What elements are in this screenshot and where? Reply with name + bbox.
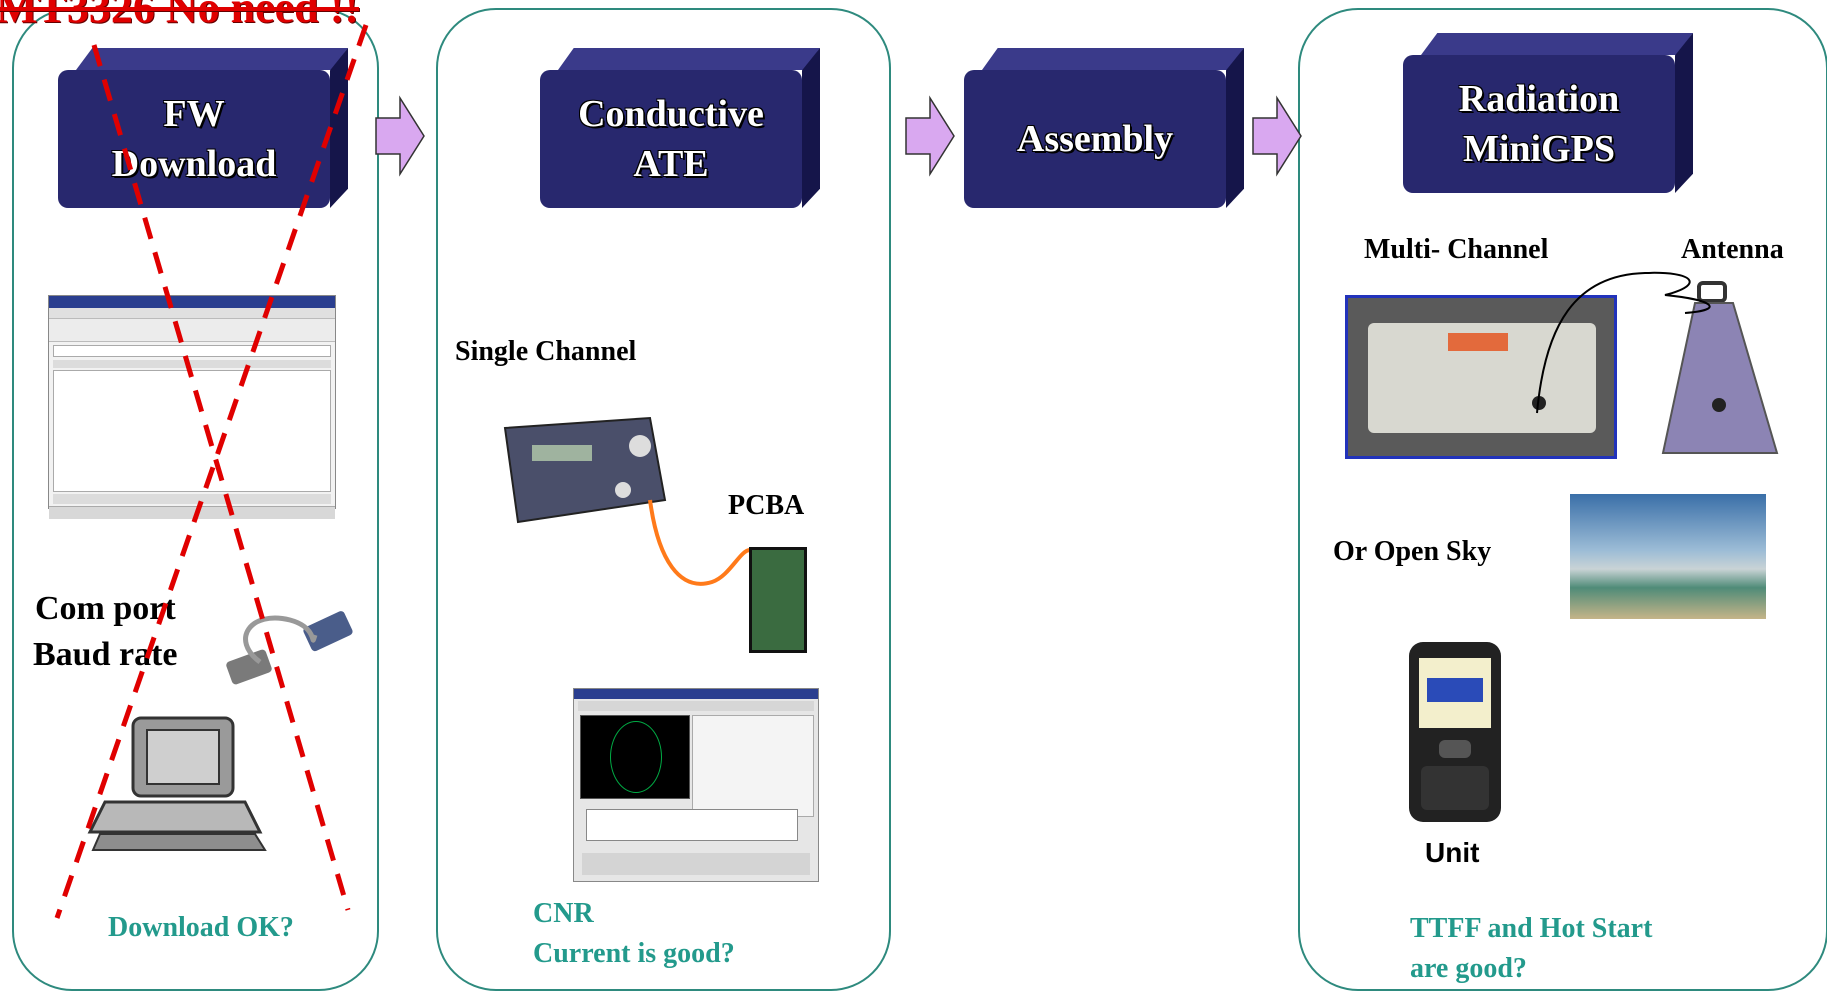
open-sky-photo [1570, 494, 1766, 619]
phone-unit-icon [1409, 642, 1501, 822]
single-channel-label: Single Channel [455, 336, 637, 367]
computer-icon [87, 716, 267, 851]
block-fw-download: FW Download [58, 48, 348, 208]
arrow-right-icon [375, 95, 425, 177]
pcba-cable [648, 499, 751, 586]
block-fw-line1: FW [163, 93, 225, 135]
arrow-right-icon [1252, 95, 1302, 177]
fw-bottom-text: Download OK? [108, 912, 294, 943]
pcba-board [749, 547, 807, 653]
serial-cable-icon [226, 611, 353, 685]
rad-bottom-line2: are good? [1410, 953, 1527, 984]
antenna-label: Antenna [1681, 234, 1784, 265]
antenna-device [1661, 281, 1779, 454]
block-fw-line2: Download [111, 143, 277, 185]
fw-label-baudrate: Baud rate [33, 636, 178, 673]
strike-title: MT3326 No need !! [0, 0, 359, 32]
block-assembly: Assembly [964, 48, 1244, 208]
block-conductive-ate: Conductive ATE [540, 48, 820, 208]
minigps-tool-window [573, 688, 819, 882]
antenna-cable [1536, 271, 1711, 414]
open-sky-label: Or Open Sky [1333, 536, 1492, 567]
block-ate-line2: ATE [633, 143, 709, 185]
block-rad-line1: Radiation [1458, 78, 1620, 120]
arrow-right-icon [905, 95, 955, 177]
multi-channel-label: Multi- Channel [1364, 234, 1549, 265]
ate-bottom-line2: Current is good? [533, 938, 735, 969]
block-rad-line2: MiniGPS [1462, 128, 1616, 170]
fw-label-comport: Com port [35, 590, 176, 627]
block-radiation-minigps: Radiation MiniGPS [1403, 33, 1693, 193]
rad-bottom-line1: TTFF and Hot Start [1410, 913, 1653, 944]
pcba-label: PCBA [728, 490, 805, 521]
signal-generator-device [503, 416, 667, 524]
block-ate-line1: Conductive [578, 93, 764, 135]
fw-download-tool-window [48, 295, 336, 519]
shield-box-photo [1345, 295, 1617, 459]
unit-label: Unit [1425, 837, 1480, 868]
block-assembly-label: Assembly [1016, 118, 1174, 160]
ate-bottom-line1: CNR [533, 898, 594, 929]
